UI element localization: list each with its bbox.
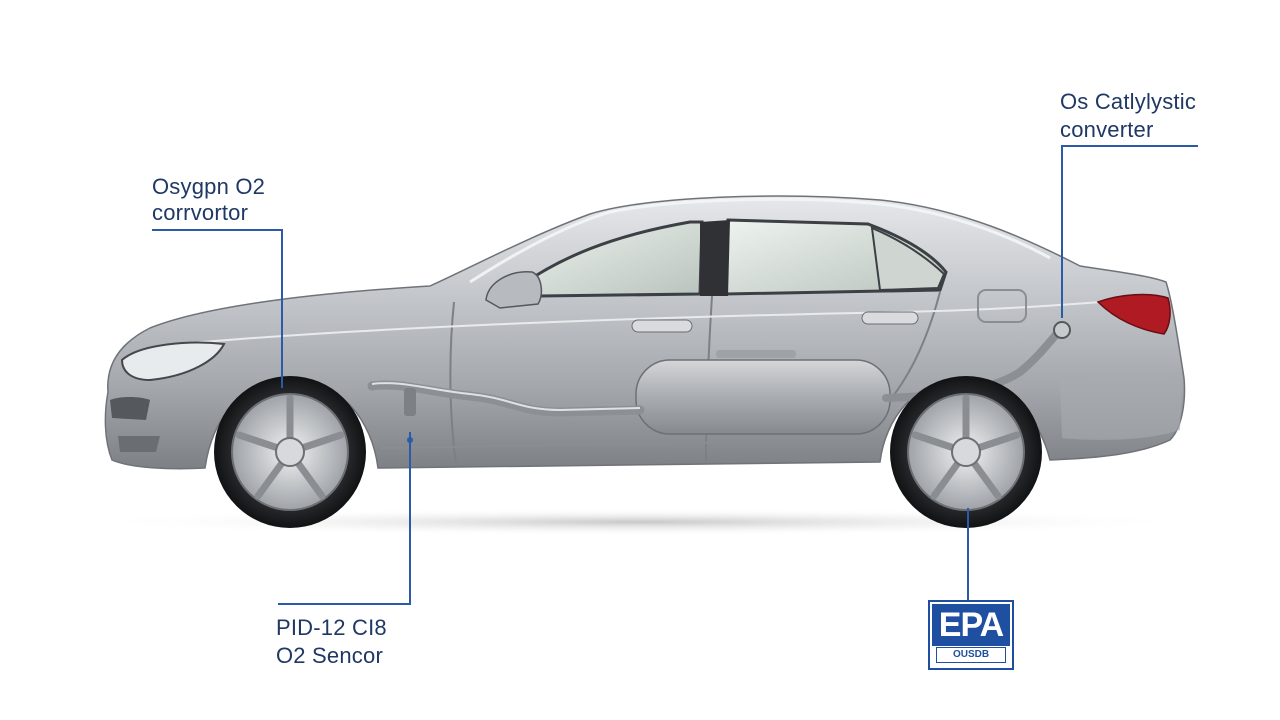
leader-dot-sensor — [407, 437, 413, 443]
b-pillar — [700, 220, 730, 296]
character-line — [159, 297, 1151, 347]
front-door-handle — [631, 319, 693, 333]
leader-line-sensor — [278, 432, 411, 605]
rear-door-handle — [861, 311, 919, 325]
leader-line-catalytic — [1061, 145, 1198, 318]
door-seam-front — [449, 301, 457, 465]
roof-highlight — [469, 197, 1051, 284]
sensor-bracket — [404, 388, 416, 416]
o2-connector-label-line1: Osygpn O2 — [152, 174, 266, 199]
epa-badge-title: EPA — [932, 604, 1010, 646]
catalytic-converter-label: Os Catlylystic converter — [1060, 88, 1196, 144]
ground-shadow — [80, 508, 1200, 536]
rear-wheel — [890, 376, 1042, 528]
epa-badge-subtitle: OUSDB — [936, 647, 1006, 663]
leader-line-o2-connector — [152, 229, 283, 388]
leader-lines — [152, 145, 1198, 605]
exhaust-pipe-highlight — [371, 382, 641, 412]
epa-badge: EPA OUSDB — [928, 600, 1014, 670]
front-grille — [110, 397, 150, 420]
exhaust-pipe — [367, 380, 645, 417]
catalytic-converter-label-line2: converter — [1060, 117, 1154, 142]
fuel-door — [977, 289, 1027, 323]
o2-sensor-label-line2: O2 Sencor — [276, 643, 383, 668]
rocker-line — [379, 439, 881, 449]
side-mirror — [485, 271, 543, 309]
front-window — [517, 220, 704, 298]
front-wheel — [214, 376, 366, 528]
catalytic-converter-label-line1: Os Catlylystic — [1060, 89, 1197, 114]
tail-light — [1096, 293, 1171, 335]
exhaust-tank — [635, 359, 891, 435]
rear-bumper — [1060, 377, 1182, 440]
door-seam-rear — [889, 291, 941, 401]
front-bumper-vent — [118, 436, 160, 452]
o2-connector-label: Osygpn O2 corrvortor — [152, 174, 265, 226]
c-pillar-window — [870, 226, 946, 292]
o2-connector-label-line2: corrvortor — [152, 200, 249, 225]
tailpipe-outlet — [1053, 321, 1071, 339]
o2-sensor-label: PID-12 CI8 O2 Sencor — [276, 614, 387, 670]
o2-sensor-label-line1: PID-12 CI8 — [276, 615, 387, 640]
heat-shield — [716, 350, 796, 358]
headlight — [120, 341, 226, 382]
